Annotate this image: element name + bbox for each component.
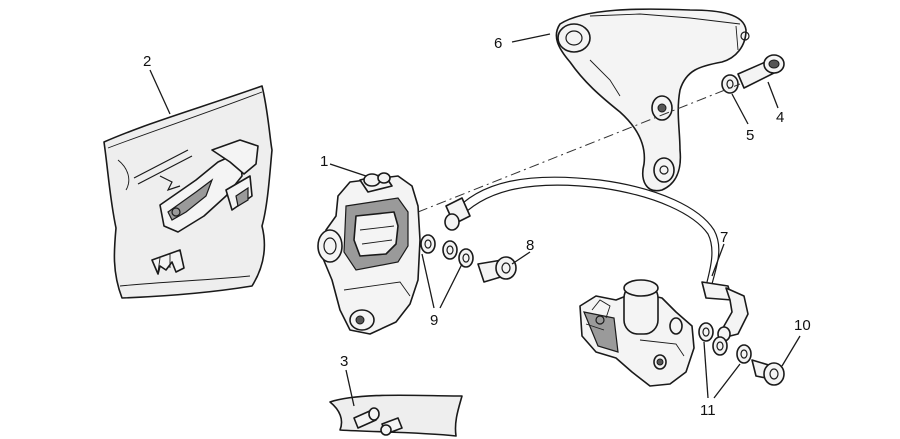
brake-hose — [444, 176, 749, 342]
leader-9b — [439, 263, 463, 309]
callout-4: 4 — [776, 109, 784, 126]
callout-labels: 1 2 3 4 5 6 7 8 9 10 11 — [143, 35, 811, 419]
crush-washers-caliper — [420, 234, 474, 268]
leader-lines — [149, 33, 801, 407]
callout-1: 1 — [320, 153, 328, 170]
callout-7: 7 — [720, 229, 728, 246]
leader-10 — [781, 335, 801, 367]
leader-3 — [345, 369, 355, 407]
alignment-centerline — [417, 83, 741, 213]
leader-11b — [713, 363, 741, 399]
callout-10: 10 — [794, 317, 811, 334]
callout-11: 11 — [700, 402, 716, 419]
callout-6: 6 — [494, 35, 502, 52]
brake-caliper — [317, 172, 421, 335]
mounting-bolt — [737, 54, 785, 89]
callout-8: 8 — [526, 237, 534, 254]
callout-2: 2 — [143, 53, 151, 70]
leader-5 — [731, 93, 749, 125]
bolt-washer — [721, 74, 739, 94]
leader-11a — [703, 341, 709, 399]
banjo-bolt — [477, 256, 517, 283]
leader-2 — [149, 69, 171, 115]
callout-3: 3 — [340, 353, 348, 370]
leader-7 — [711, 243, 725, 277]
leader-6 — [511, 33, 551, 43]
leader-4 — [767, 81, 779, 109]
master-cylinder-banjo-bolt — [751, 359, 785, 386]
callout-9: 9 — [430, 312, 438, 329]
bleeder-valve-kit-bag — [329, 394, 463, 437]
leader-9a — [421, 253, 435, 309]
rear-master-cylinder — [579, 279, 695, 387]
crush-washers-master-cylinder — [698, 322, 752, 364]
caliper-bracket — [555, 8, 750, 192]
leader-1 — [329, 163, 367, 177]
callout-5: 5 — [746, 127, 754, 144]
leader-8 — [511, 251, 531, 265]
brake-pad-kit-bag — [103, 85, 273, 299]
